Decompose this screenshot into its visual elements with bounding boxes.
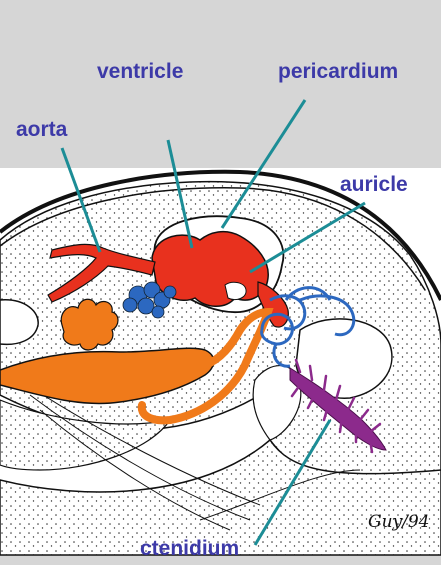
shell-inner <box>0 187 426 291</box>
lower-cavity <box>0 399 172 471</box>
label-aorta: aorta <box>16 118 68 141</box>
aorta-shape <box>47 243 156 303</box>
artist-signature: Guy/94 <box>368 512 430 532</box>
ventricle-highlight <box>224 281 247 301</box>
leader-ctenidium <box>253 419 332 546</box>
label-ctenidium: ctenidium <box>140 537 240 560</box>
label-ventricle: ventricle <box>97 60 184 83</box>
label-auricle: auricle <box>340 173 408 196</box>
ctenidium-filaments <box>290 358 382 454</box>
leader-lines <box>60 99 366 546</box>
body-lines <box>19 379 361 531</box>
orange-duct <box>137 307 274 425</box>
left-cavity <box>0 299 39 346</box>
blue-gland <box>122 281 177 319</box>
leader-ventricle <box>166 139 194 249</box>
blue-vessel-coil <box>260 286 356 368</box>
foot-region <box>0 438 441 556</box>
leader-aorta <box>60 147 102 253</box>
orange-frilly-gland <box>60 298 119 351</box>
leader-pericardium <box>220 99 307 229</box>
shell-outer <box>0 169 441 301</box>
leader-auricle <box>249 201 366 274</box>
label-pericardium: pericardium <box>278 60 399 83</box>
